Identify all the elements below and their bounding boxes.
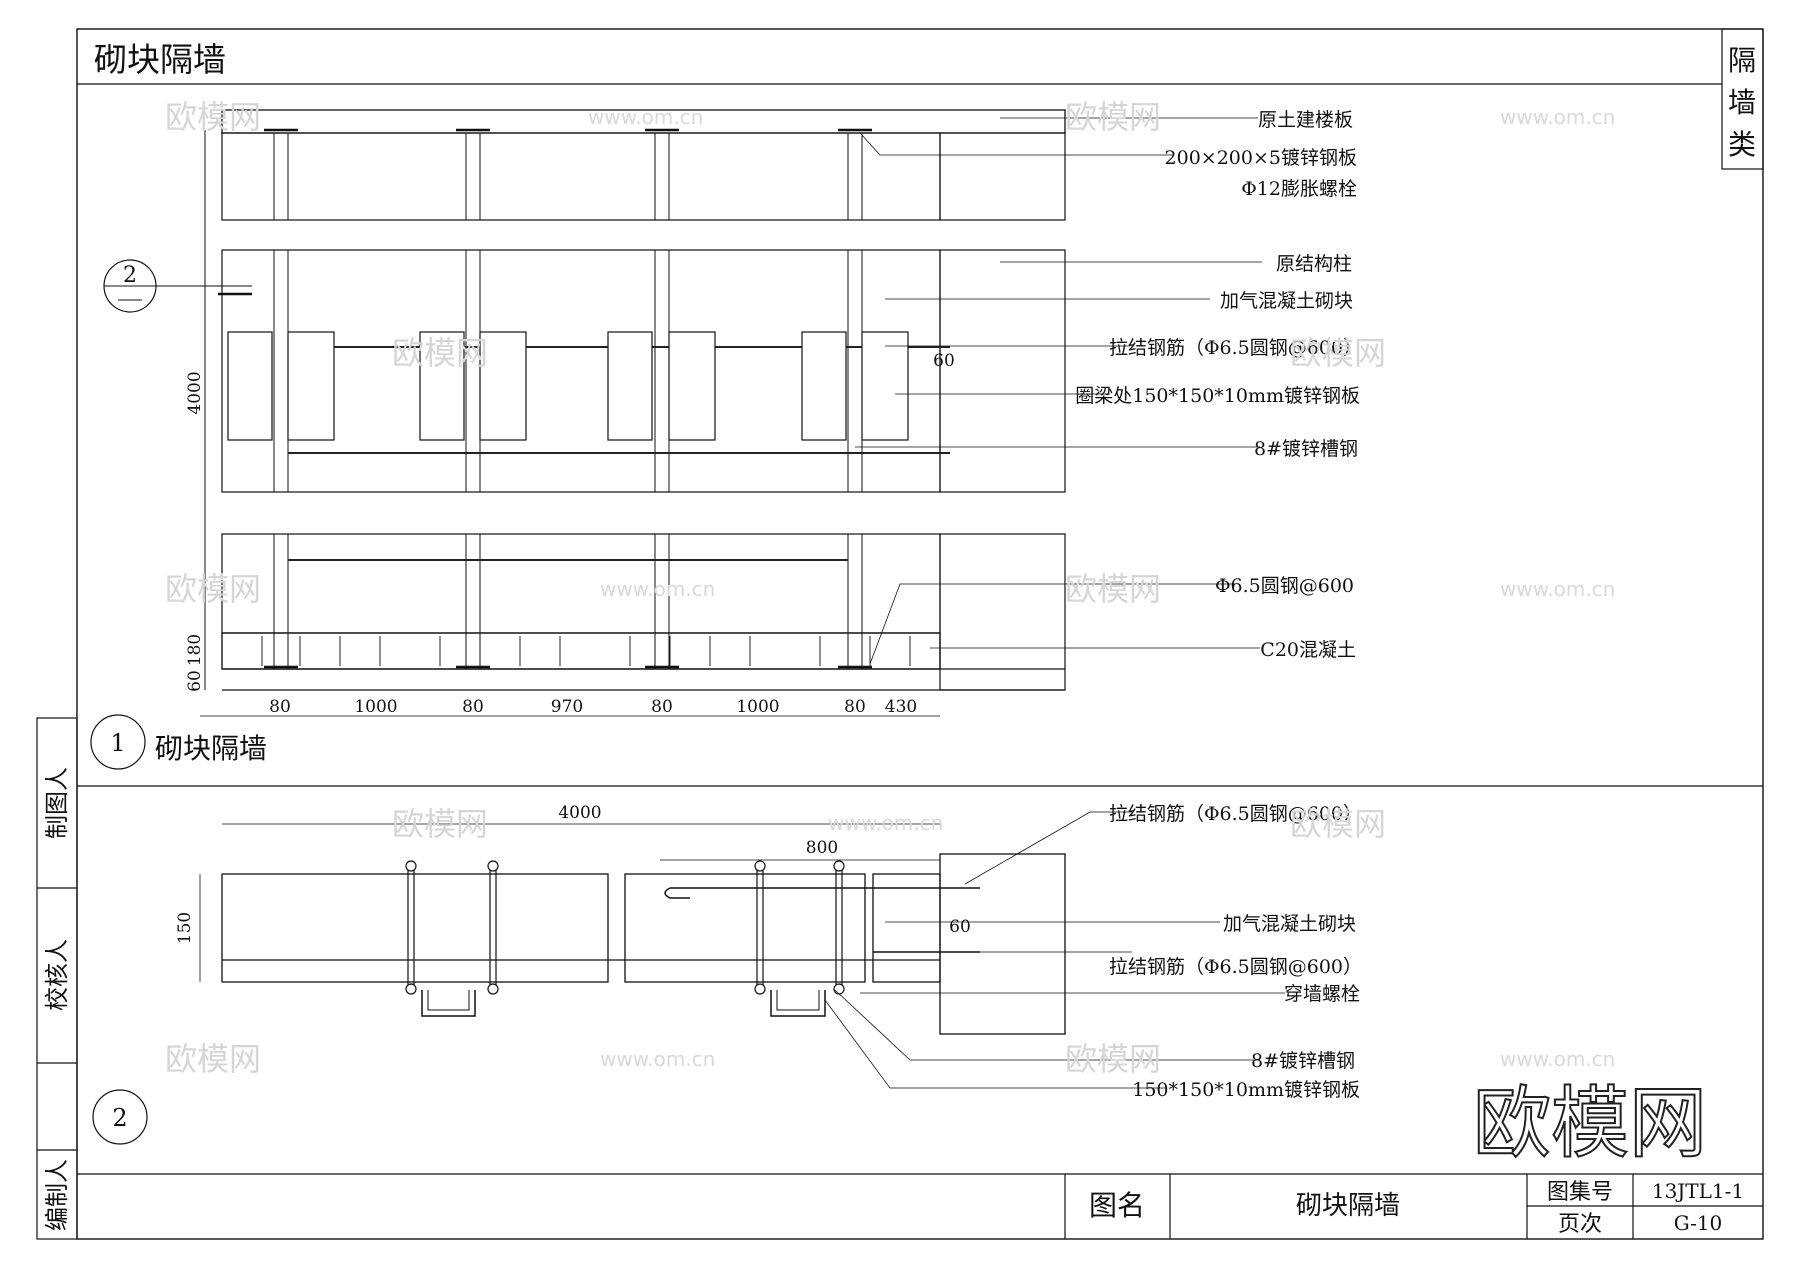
detail-1-labels: 原土建楼板 200×200×5镀锌钢板 Φ12膨胀螺栓 原结构柱 加气混凝土砌块… [855, 109, 1362, 665]
side-category-char-1: 隔 [1728, 44, 1756, 77]
watermark-url: www.om.cn [1500, 105, 1615, 129]
watermark-url: www.om.cn [600, 577, 715, 601]
label-expansion-bolt: Φ12膨胀螺栓 [1241, 178, 1357, 200]
watermark-url: www.om.cn [588, 105, 703, 129]
dim-bottom-60: 60 [185, 670, 205, 692]
label-ringbeam-plate: 圈梁处150*150*10mm镀锌钢板 [1075, 385, 1360, 407]
dim-w-8: 430 [885, 697, 917, 717]
strip-compiler: 编制人 [43, 1159, 71, 1231]
tb-page-value: G-10 [1674, 1211, 1723, 1235]
watermark-url: www.om.cn [1500, 1047, 1615, 1071]
detail-1-number: 1 [110, 729, 125, 757]
watermark-url: www.om.cn [1500, 577, 1615, 601]
label-aac-block: 加气混凝土砌块 [1220, 290, 1353, 312]
detail-2-labels: 拉结钢筋（Φ6.5圆钢@600） 加气混凝土砌块 拉结钢筋（Φ6.5圆钢@600… [824, 803, 1362, 1101]
dim-w-3: 80 [462, 697, 484, 717]
watermark-brand: 欧模网 [1065, 98, 1161, 136]
side-category-char-2: 墙 [1728, 86, 1756, 119]
label-through-bolt: 穿墙螺栓 [1284, 983, 1360, 1005]
detail-2-number: 2 [112, 1104, 127, 1132]
detail-2-dimensions: 4000 800 150 60 [175, 803, 971, 982]
watermark-brand: 欧模网 [165, 1040, 261, 1078]
label-plan-steel-plate: 150*150*10mm镀锌钢板 [1132, 1079, 1360, 1101]
dim-gap-60-plan: 60 [949, 917, 971, 937]
detail-1-caption: 1 砌块隔墙 [90, 714, 267, 770]
watermark-brand-large: 欧模网 [1473, 1079, 1707, 1169]
watermark-brand: 欧模网 [165, 98, 261, 136]
detail-1-dimensions: 4000 60 180 80 1000 80 970 80 1000 80 43… [185, 351, 955, 717]
tb-atlas-label: 图集号 [1547, 1180, 1613, 1205]
drawing-frame [36, 28, 1764, 1240]
watermarks: 欧模网 www.om.cn 欧模网 www.om.cn 欧模网 欧模网 欧模网 … [165, 98, 1708, 1170]
detail-2-section [221, 853, 1066, 1035]
tb-name-value: 砌块隔墙 [1296, 1191, 1400, 1221]
section-marker-number: 2 [123, 263, 137, 288]
watermark-brand: 欧模网 [392, 805, 488, 843]
dim-height-4000: 4000 [185, 371, 205, 414]
strip-drawer: 制图人 [43, 767, 71, 839]
label-steel-plate-200: 200×200×5镀锌钢板 [1165, 147, 1357, 169]
watermark-url: www.om.cn [828, 811, 943, 835]
detail-1-name: 砌块隔墙 [155, 732, 267, 765]
dim-thickness-150: 150 [175, 912, 195, 944]
watermark-brand: 欧模网 [165, 570, 261, 608]
watermark-brand: 欧模网 [392, 334, 488, 372]
dim-w-5: 80 [651, 697, 673, 717]
dim-bottom-180: 180 [185, 634, 205, 666]
label-structural-column: 原结构柱 [1276, 253, 1352, 275]
watermark-brand: 欧模网 [1290, 805, 1386, 843]
label-round-bar: Φ6.5圆钢@600 [1215, 575, 1354, 597]
dim-gap-60: 60 [933, 351, 955, 371]
tb-name-label: 图名 [1089, 1189, 1145, 1222]
label-plan-channel-steel: 8#镀锌槽钢 [1251, 1050, 1355, 1072]
section-marker: 2 [103, 259, 252, 313]
label-floor-slab: 原土建楼板 [1258, 109, 1353, 131]
dim-overlap-800: 800 [806, 838, 838, 858]
label-plan-aac-block: 加气混凝土砌块 [1223, 913, 1356, 935]
dim-w-2: 1000 [354, 697, 397, 717]
detail-2-caption: 2 [92, 1089, 148, 1145]
tb-atlas-value: 13JTL1-1 [1652, 1179, 1744, 1203]
label-tie-rebar: 拉结钢筋（Φ6.5圆钢@600） [1109, 337, 1362, 359]
watermark-brand: 欧模网 [1290, 334, 1386, 372]
label-plan-tie-rebar-2: 拉结钢筋（Φ6.5圆钢@600） [1109, 956, 1362, 978]
dim-total-4000: 4000 [558, 803, 601, 823]
page-title: 砌块隔墙 [94, 40, 226, 79]
detail-1-elevation [204, 109, 1066, 691]
dim-w-7: 80 [844, 697, 866, 717]
side-category-char-3: 类 [1728, 128, 1756, 161]
side-category: 隔 墙 类 [1728, 44, 1756, 161]
label-channel-steel: 8#镀锌槽钢 [1254, 438, 1358, 460]
watermark-url: www.om.cn [600, 1047, 715, 1071]
tb-page-label: 页次 [1558, 1212, 1602, 1237]
watermark-brand: 欧模网 [1065, 570, 1161, 608]
label-plan-tie-rebar-1: 拉结钢筋（Φ6.5圆钢@600） [1109, 803, 1362, 825]
dim-w-6: 1000 [736, 697, 779, 717]
dim-w-1: 80 [269, 697, 291, 717]
dim-w-4: 970 [551, 697, 583, 717]
strip-checker: 校核人 [43, 939, 71, 1011]
label-c20-concrete: C20混凝土 [1260, 639, 1356, 661]
watermark-brand: 欧模网 [1065, 1040, 1161, 1078]
